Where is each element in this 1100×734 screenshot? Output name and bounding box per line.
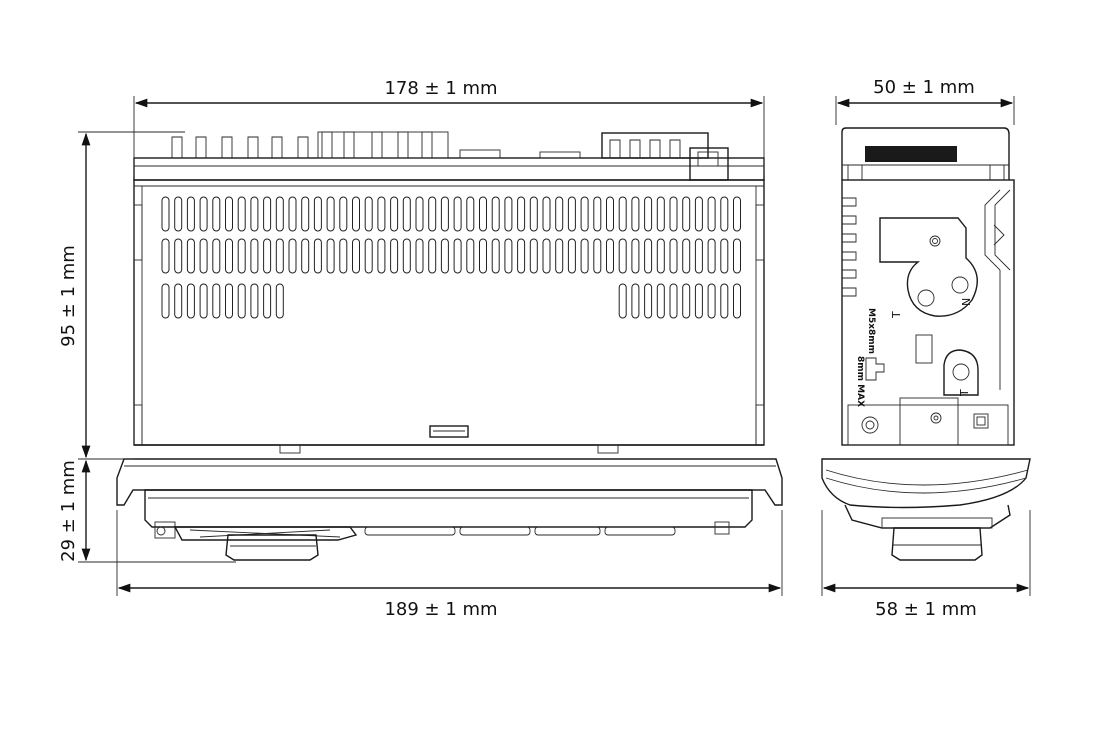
- side-mark-n: N: [960, 298, 973, 306]
- screw-length-label: 8mm MAX: [855, 356, 865, 407]
- dim-top-width: 178 ± 1 mm: [384, 78, 497, 99]
- heatsink-fins: [171, 131, 449, 159]
- heatsink-fins-right: [609, 139, 681, 158]
- side-view: N T T 8mm MAX M5x8mm: [821, 127, 1031, 561]
- side-mark-t: T: [890, 311, 903, 319]
- side-mark-t-lower: T: [958, 389, 971, 397]
- dim-front-height: 29 ± 1 mm: [58, 460, 79, 562]
- ventilation-slots: [161, 196, 741, 319]
- front-view: [116, 131, 783, 561]
- dim-height: 95 ± 1 mm: [58, 245, 79, 347]
- dimension-lines: 178 ± 1 mm 50 ± 1 mm 95 ± 1 mm 29 ± 1 mm…: [58, 77, 1031, 620]
- side-ribs: [842, 197, 857, 297]
- dim-bottom-width: 189 ± 1 mm: [384, 599, 497, 620]
- dim-side-depth: 50 ± 1 mm: [873, 77, 975, 98]
- screw-spec-label: M5x8mm: [866, 308, 876, 354]
- dim-side-bottom-width: 58 ± 1 mm: [875, 599, 977, 620]
